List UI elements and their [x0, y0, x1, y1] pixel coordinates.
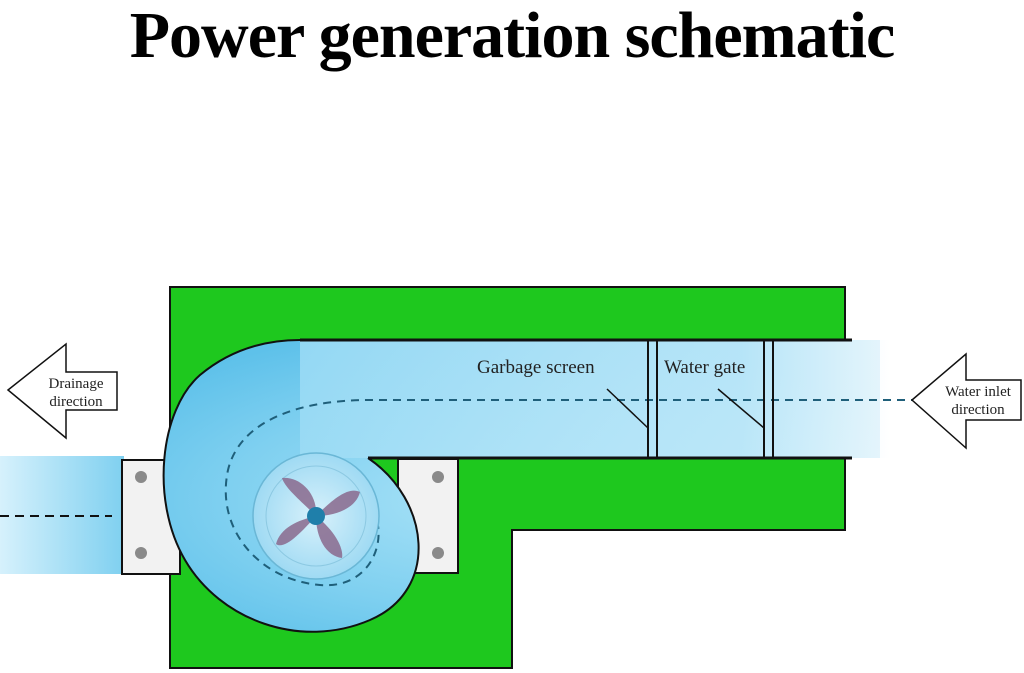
drainage-direction-label-line2: direction	[49, 394, 103, 410]
garbage-screen	[647, 340, 658, 458]
garbage-screen-label: Garbage screen	[477, 357, 595, 378]
casing-outline	[162, 339, 420, 633]
page-title: Power generation schematic	[129, 0, 896, 72]
impeller-icon	[276, 477, 360, 558]
water-gate-leader	[717, 388, 765, 429]
water-inlet-arrow-icon	[910, 352, 1022, 450]
water-gate	[763, 340, 774, 458]
drainage-direction-label-line1: Drainage	[49, 376, 104, 392]
drainage-arrow-icon	[6, 342, 118, 440]
water-inlet-direction-label-line2: direction	[951, 402, 1005, 418]
turbine-runner	[252, 452, 380, 580]
garbage-screen-leader	[606, 388, 649, 429]
water-inlet-direction-label-line1: Water inlet	[945, 384, 1012, 400]
flow-path-line	[224, 399, 975, 587]
water-gate-label: Water gate	[664, 357, 745, 378]
